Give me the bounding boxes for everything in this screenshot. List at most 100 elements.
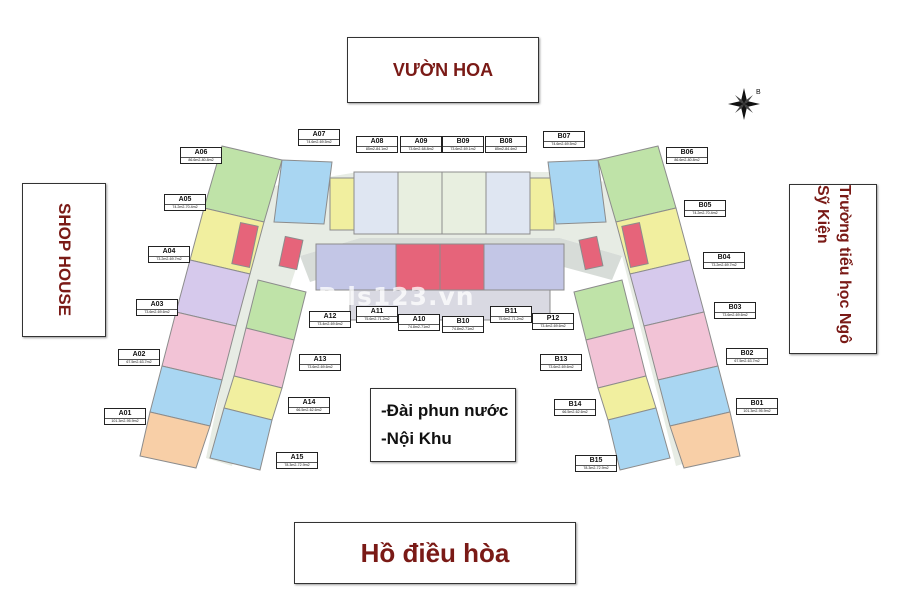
- unit-tag-b03: B03 73.6m2-69.6m2: [714, 302, 756, 319]
- unit-code: P12: [546, 315, 560, 322]
- unit-code: B15: [589, 457, 603, 464]
- unit-code: B04: [717, 254, 731, 261]
- unit-area: 73.6m2-69.6m2: [300, 364, 340, 370]
- unit-area: 73.2m2-69.7m2: [149, 256, 189, 262]
- unit-tag-a08: A08 85m2-84.1m2: [356, 136, 398, 153]
- unit-code: A03: [150, 301, 164, 308]
- unit-area: 73.6m2-69.1m2: [443, 146, 483, 152]
- unit-area: 73.6m2-69.6m2: [541, 364, 581, 370]
- unit-tag-a03: A03 73.6m2-69.6m2: [136, 299, 178, 316]
- unit-code: A09: [414, 138, 428, 145]
- compass-rose-icon: B: [728, 88, 761, 120]
- unit-tag-b01: B01 101.3m2-95.9m2: [736, 398, 778, 415]
- unit-code: A12: [323, 313, 337, 320]
- unit-code: B11: [504, 308, 518, 315]
- center-legend-box: -Đài phun nước -Nội Khu: [370, 388, 516, 462]
- unit-code: B01: [750, 400, 764, 407]
- unit-tag-a04: A04 73.2m2-69.7m2: [148, 246, 190, 263]
- unit-area: 74.2m2-70.4m2: [685, 210, 725, 216]
- unit-tag-b04: B04 73.2m2-69.7m2: [703, 252, 745, 269]
- unit-code: B03: [728, 304, 742, 311]
- unit-code: B10: [456, 318, 470, 325]
- label-bottom-lake: Hồ điều hòa: [294, 522, 576, 584]
- label-right-school: Trường tiểu học Ngô Sỹ Kiện: [789, 184, 877, 354]
- unit-code: B14: [568, 401, 582, 408]
- right-wing-outer-blocks: [597, 145, 741, 469]
- unit-area: 73.4m2-69.6m2: [310, 321, 350, 327]
- unit-area: 75.6m2-71.2m2: [491, 316, 531, 322]
- unit-code: A01: [118, 410, 132, 417]
- unit-area: 85m2-84.4m2: [486, 146, 526, 152]
- unit-tag-a12: A12 73.4m2-69.6m2: [309, 311, 351, 328]
- unit-code: B08: [499, 138, 513, 145]
- unit-code: B09: [456, 138, 470, 145]
- unit-area: 73.2m2-69.7m2: [704, 262, 744, 268]
- unit-tag-b13: B13 73.6m2-69.6m2: [540, 354, 582, 371]
- unit-tag-b02: B02 67.5m2-63.7m2: [726, 348, 768, 365]
- left-wing-outer-blocks: [139, 145, 283, 469]
- unit-area: 66.5m2-62.6m2: [289, 407, 329, 413]
- unit-area: 101.3m2-95.9m2: [737, 408, 777, 414]
- unit-code: A15: [290, 454, 304, 461]
- unit-code: B07: [557, 133, 571, 140]
- unit-tag-b08: B08 85m2-84.4m2: [485, 136, 527, 153]
- unit-area: 67.5m2-63.7m2: [119, 359, 159, 365]
- unit-area: 73.4m2-69.6m2: [533, 323, 573, 329]
- label-bottom-lake-text: Hồ điều hòa: [360, 537, 510, 568]
- unit-code: A14: [302, 399, 316, 406]
- label-right-school-text: Trường tiểu học Ngô Sỹ Kiện: [814, 185, 853, 344]
- unit-tag-a02: A02 67.5m2-63.7m2: [118, 349, 160, 366]
- unit-code: A05: [178, 196, 192, 203]
- unit-tag-b14: B14 66.5m2-62.6m2: [554, 399, 596, 416]
- unit-area: 73.6m2-69.6m2: [137, 309, 177, 315]
- unit-tag-b15: B15 78.3m2-72.9m2: [575, 455, 617, 472]
- unit-tag-a10: A10 74.8m2-71m2: [398, 314, 440, 331]
- label-top-garden-text: VƯỜN HOA: [392, 59, 494, 80]
- unit-code: A02: [132, 351, 146, 358]
- unit-area: 73.6m2-69.6m2: [715, 312, 755, 318]
- unit-area: 74.8m2-71m2: [399, 324, 439, 330]
- unit-area: 74.6m2-69.5m2: [544, 141, 584, 147]
- unit-code: A07: [312, 131, 326, 138]
- right-wing-inner-blocks: [547, 159, 671, 471]
- unit-code: B06: [680, 149, 694, 156]
- unit-area: 101.3m2-95.9m2: [105, 418, 145, 424]
- unit-tag-a07: A07 74.6m2-69.5m2: [298, 129, 340, 146]
- unit-code: A06: [194, 149, 208, 156]
- unit-tag-b10: B10 74.8m2-71m2: [442, 316, 484, 333]
- unit-area: 74.8m2-71m2: [443, 326, 483, 332]
- unit-area: 78.3m2-72.9m2: [277, 462, 317, 468]
- unit-area: 78.3m2-72.9m2: [576, 465, 616, 471]
- label-top-garden: VƯỜN HOA: [347, 37, 539, 103]
- unit-code: A13: [313, 356, 327, 363]
- unit-tag-a14: A14 66.5m2-62.6m2: [288, 397, 330, 414]
- unit-code: A08: [370, 138, 384, 145]
- top-blocks: [329, 171, 555, 235]
- unit-tag-a15: A15 78.3m2-72.9m2: [276, 452, 318, 469]
- unit-code: B05: [698, 202, 712, 209]
- label-left-shophouse: SHOP HOUSE: [22, 183, 106, 337]
- unit-tag-a13: A13 73.6m2-69.6m2: [299, 354, 341, 371]
- unit-tag-a05: A05 74.2m2-70.4m2: [164, 194, 206, 211]
- unit-code: B13: [554, 356, 568, 363]
- unit-tag-b11: B11 75.6m2-71.2m2: [490, 306, 532, 323]
- unit-area: 74.2m2-70.4m2: [165, 204, 205, 210]
- unit-tag-b07: B07 74.6m2-69.5m2: [543, 131, 585, 148]
- unit-tag-a01: A01 101.3m2-95.9m2: [104, 408, 146, 425]
- unit-tag-a06: A06 86.6m2-80.8m2: [180, 147, 222, 164]
- unit-code: A10: [412, 316, 426, 323]
- unit-tag-a11: A11 75.6m2-71.2m2: [356, 306, 398, 323]
- unit-tag-b06: B06 86.6m2-80.8m2: [666, 147, 708, 164]
- unit-area: 85m2-84.1m2: [357, 146, 397, 152]
- unit-area: 74.6m2-69.5m2: [299, 139, 339, 145]
- unit-area: 86.6m2-80.8m2: [667, 157, 707, 163]
- unit-area: 75.6m2-71.2m2: [357, 316, 397, 322]
- unit-tag-b09: B09 73.6m2-69.1m2: [442, 136, 484, 153]
- legend-internal-area: -Nội Khu: [381, 429, 452, 448]
- left-wing-inner-blocks: [209, 159, 333, 471]
- unit-area: 66.5m2-62.6m2: [555, 409, 595, 415]
- label-left-shophouse-text: SHOP HOUSE: [55, 203, 74, 317]
- unit-area: 86.6m2-80.8m2: [181, 157, 221, 163]
- unit-tag-a09: A09 73.6m2-68.8m2: [400, 136, 442, 153]
